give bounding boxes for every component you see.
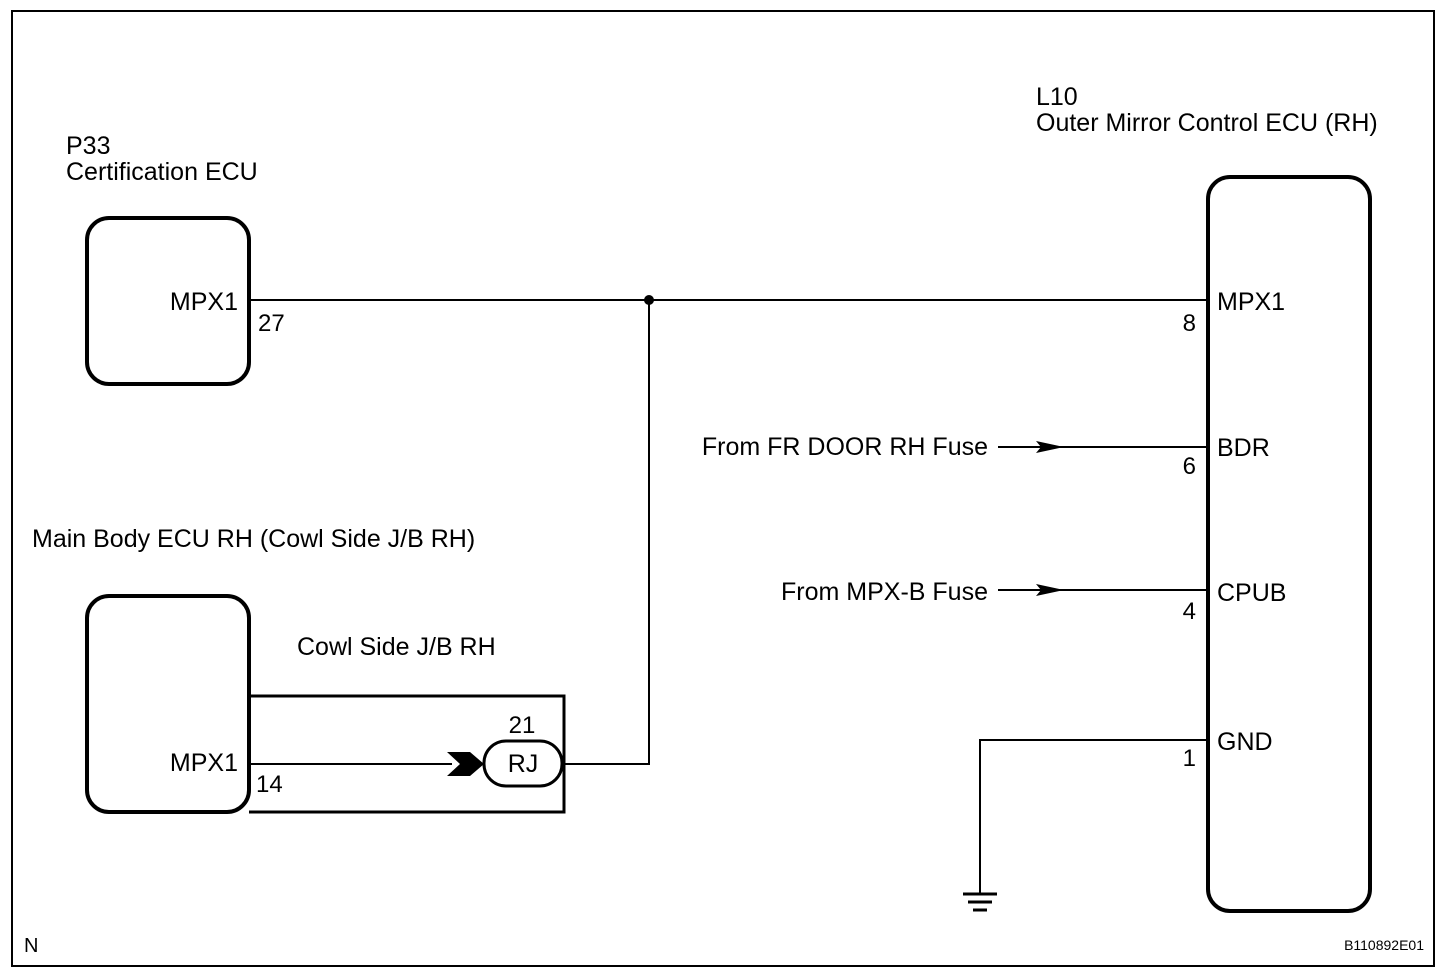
figure-id: B110892E01 [1344, 937, 1424, 953]
ground-icon [963, 892, 997, 912]
l10-pin-4: 4 [1183, 598, 1196, 625]
gnd-wire [979, 739, 1208, 893]
corner-letter: N [24, 935, 38, 957]
main-body-ecu-pin: 14 [256, 771, 283, 798]
mpx-b-fuse-label: From MPX-B Fuse [781, 578, 988, 606]
certification-ecu-code: P33 [66, 132, 110, 160]
main-body-ecu-box [85, 594, 251, 814]
fr-door-fuse-label: From FR DOOR RH Fuse [702, 433, 988, 461]
l10-terminal-cpub: CPUB [1217, 579, 1286, 607]
certification-ecu-name: Certification ECU [66, 158, 258, 186]
cowl-side-jb-outline [249, 694, 566, 814]
l10-terminal-gnd: GND [1217, 728, 1273, 756]
connector-chevron-icon [447, 752, 484, 776]
certification-ecu-terminal: MPX1 [170, 288, 238, 316]
bdr-feed-arrow-icon [1036, 441, 1064, 453]
main-body-ecu-terminal: MPX1 [170, 749, 238, 777]
certification-ecu-pin: 27 [258, 310, 285, 337]
rj-connector-label: RJ [508, 750, 539, 778]
rj-connector-pin: 21 [509, 712, 536, 739]
l10-pin-8: 8 [1183, 310, 1196, 337]
outer-mirror-ecu-code: L10 [1036, 83, 1078, 111]
cowl-side-jb-name: Cowl Side J/B RH [297, 633, 496, 661]
diagram-frame [11, 10, 1435, 967]
l10-pin-6: 6 [1183, 453, 1196, 480]
outer-mirror-ecu-box [1206, 175, 1372, 913]
l10-terminal-bdr: BDR [1217, 434, 1270, 462]
main-body-ecu-name: Main Body ECU RH (Cowl Side J/B RH) [32, 525, 475, 553]
outer-mirror-ecu-name: Outer Mirror Control ECU (RH) [1036, 109, 1378, 137]
cpub-feed-arrow-icon [1036, 584, 1064, 596]
l10-terminal-mpx1: MPX1 [1217, 288, 1285, 316]
l10-pin-1: 1 [1183, 745, 1196, 772]
